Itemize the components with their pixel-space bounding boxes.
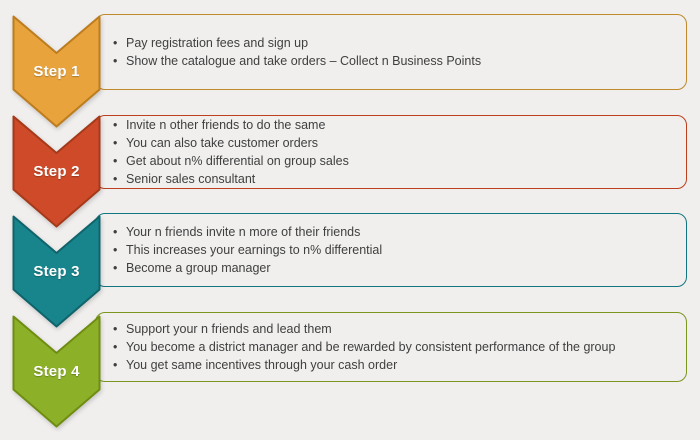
bullet-item: Support your n friends and lead them bbox=[113, 320, 615, 338]
step-2-chevron: Step 2 bbox=[12, 115, 101, 228]
step-3-label: Step 3 bbox=[33, 263, 80, 280]
chevron-down-arrow-icon bbox=[12, 315, 101, 428]
chevron-down-arrow-icon bbox=[12, 115, 101, 228]
step-1-bullet-list: Pay registration fees and sign up Show t… bbox=[96, 34, 491, 70]
bullet-item: Pay registration fees and sign up bbox=[113, 34, 481, 52]
step-2-label: Step 2 bbox=[33, 163, 80, 180]
chevron-down-arrow-icon bbox=[12, 15, 101, 128]
step-1-chevron: Step 1 bbox=[12, 15, 101, 128]
step-4-chevron: Step 4 bbox=[12, 315, 101, 428]
step-1-box: Pay registration fees and sign up Show t… bbox=[95, 14, 687, 90]
bullet-item: Senior sales consultant bbox=[113, 170, 349, 188]
bullet-item: Become a group manager bbox=[113, 259, 382, 277]
bullet-item: Your n friends invite n more of their fr… bbox=[113, 223, 382, 241]
step-3-chevron: Step 3 bbox=[12, 215, 101, 328]
step-1-label: Step 1 bbox=[33, 63, 80, 80]
bullet-item: This increases your earnings to n% diffe… bbox=[113, 241, 382, 259]
step-2-box: Invite n other friends to do the same Yo… bbox=[95, 115, 687, 189]
step-4-bullet-list: Support your n friends and lead them You… bbox=[96, 320, 625, 374]
bullet-item: You can also take customer orders bbox=[113, 134, 349, 152]
chevron-down-arrow-icon bbox=[12, 215, 101, 328]
bullet-item: Show the catalogue and take orders – Col… bbox=[113, 52, 481, 70]
bullet-item: You become a district manager and be rew… bbox=[113, 338, 615, 356]
step-3-bullet-list: Your n friends invite n more of their fr… bbox=[96, 223, 392, 277]
bullet-item: You get same incentives through your cas… bbox=[113, 356, 615, 374]
bullet-item: Invite n other friends to do the same bbox=[113, 116, 349, 134]
bullet-item: Get about n% differential on group sales bbox=[113, 152, 349, 170]
step-2-bullet-list: Invite n other friends to do the same Yo… bbox=[96, 116, 359, 188]
step-4-label: Step 4 bbox=[33, 363, 80, 380]
step-4-box: Support your n friends and lead them You… bbox=[95, 312, 687, 382]
step-3-box: Your n friends invite n more of their fr… bbox=[95, 213, 687, 287]
